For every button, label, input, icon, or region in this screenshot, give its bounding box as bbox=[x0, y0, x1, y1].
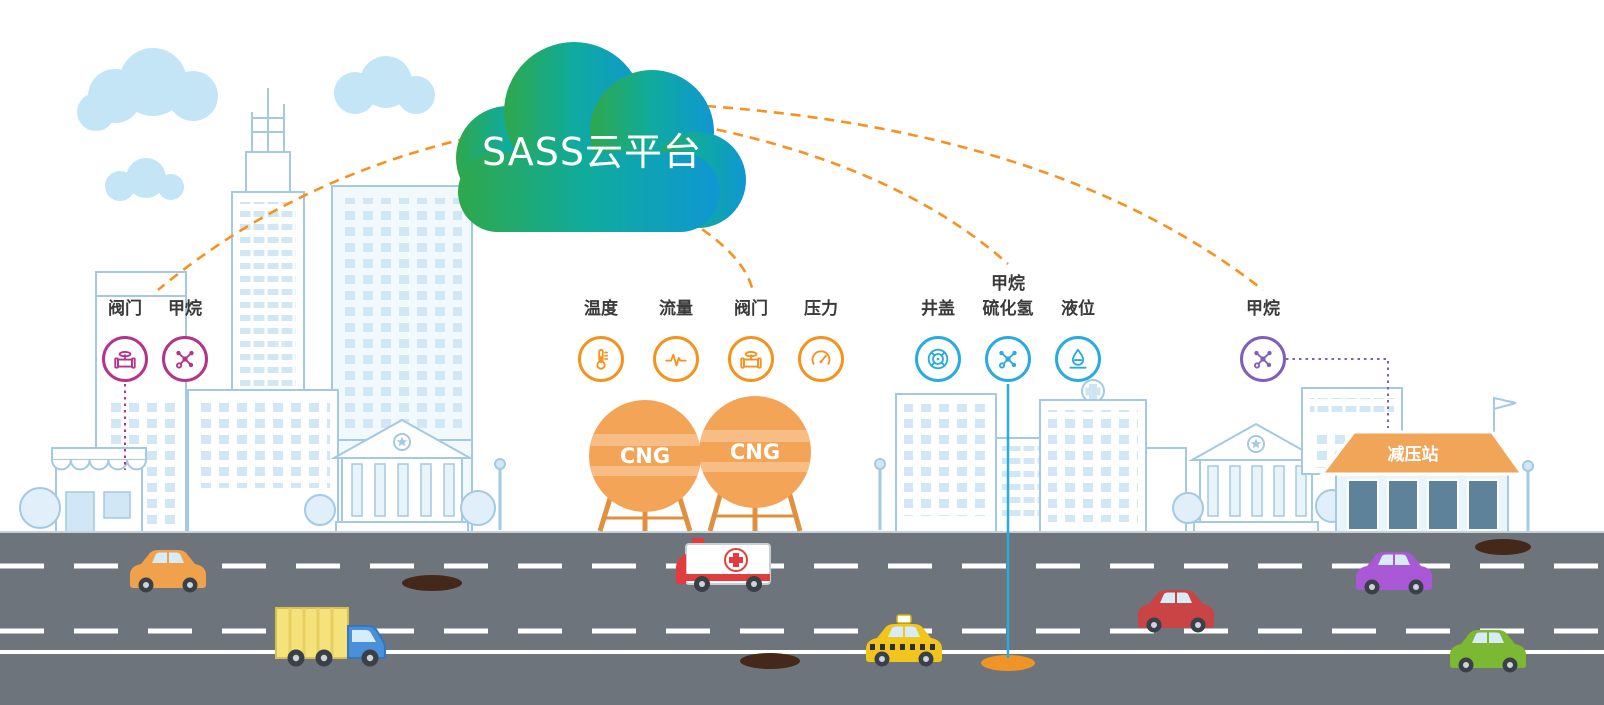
manhole-cover-icon bbox=[927, 348, 949, 370]
cloud-platform-shape bbox=[456, 42, 746, 232]
sensor-circle bbox=[728, 336, 774, 382]
sensor-valve-cng: 阀门 bbox=[715, 297, 787, 382]
cng-tank-sphere bbox=[699, 396, 811, 508]
cng-tank-label: CNG bbox=[620, 444, 670, 468]
valve-icon bbox=[740, 351, 762, 369]
sky-clouds bbox=[77, 48, 435, 201]
sensor-label: 井盖 bbox=[921, 299, 955, 319]
sensor-circle bbox=[162, 336, 208, 382]
truck bbox=[275, 607, 386, 667]
sensor-circle bbox=[1055, 336, 1101, 382]
liquid-level-icon bbox=[1069, 348, 1087, 369]
cng-tank-label: CNG bbox=[730, 440, 780, 464]
pressure-gauge-icon bbox=[811, 350, 831, 365]
cloud-connectors bbox=[157, 104, 1264, 293]
sensor-circle bbox=[798, 336, 844, 382]
sensor-pressure: 压力 bbox=[785, 297, 857, 382]
connector-cng bbox=[687, 218, 755, 293]
vehicles bbox=[129, 538, 1527, 674]
station-roof bbox=[1318, 430, 1525, 476]
taxi bbox=[865, 614, 943, 668]
manhole-cover bbox=[740, 653, 800, 669]
sensor-label: 阀门 bbox=[108, 299, 142, 319]
manhole-cover bbox=[402, 575, 462, 591]
sensor-liquid-level: 液位 bbox=[1042, 297, 1114, 382]
sensor-circle bbox=[653, 336, 699, 382]
methane-molecule-icon bbox=[998, 350, 1017, 369]
sensor-label: 液位 bbox=[1061, 299, 1095, 319]
sensor-label: 阀门 bbox=[734, 299, 768, 319]
sensor-temperature: 温度 bbox=[565, 297, 637, 382]
ambulance bbox=[676, 538, 771, 592]
station-label: 减压站 bbox=[1388, 444, 1439, 465]
sensor-circle bbox=[578, 336, 624, 382]
monitored-manhole bbox=[981, 655, 1035, 671]
sensor-methane-regulator: 甲烷 bbox=[1227, 297, 1299, 382]
city-skyline bbox=[0, 88, 1604, 533]
connector-manhole bbox=[699, 124, 1009, 265]
thermometer-icon bbox=[596, 348, 608, 370]
sensor-drop-lines bbox=[124, 358, 1389, 658]
methane-molecule-icon bbox=[175, 350, 194, 369]
sensor-label-line1: 甲烷 bbox=[991, 274, 1025, 294]
sensor-label: 压力 bbox=[804, 299, 838, 319]
sensor-label: 甲烷 硫化氢 bbox=[983, 272, 1034, 322]
connector-city bbox=[157, 136, 469, 291]
sensor-methane-h2s: 甲烷 硫化氢 bbox=[972, 272, 1044, 382]
sensor-methane-city: 甲烷 bbox=[149, 297, 221, 382]
sensor-label: 甲烷 bbox=[1246, 299, 1280, 319]
road bbox=[0, 533, 1604, 705]
cng-tanks bbox=[589, 396, 811, 532]
manhole-cover bbox=[1475, 539, 1531, 555]
sensor-valve-city: 阀门 bbox=[89, 297, 161, 382]
connector-regulator bbox=[705, 104, 1264, 292]
sensor-circle bbox=[1240, 336, 1286, 382]
flow-wave-icon bbox=[665, 353, 687, 367]
cloud-platform-title: SASS云平台 bbox=[481, 130, 703, 174]
sensor-circle bbox=[102, 336, 148, 382]
sensor-label: 流量 bbox=[659, 299, 693, 319]
sensor-label: 温度 bbox=[584, 299, 618, 319]
sensor-label: 甲烷 bbox=[168, 299, 202, 319]
cng-tank-sphere bbox=[589, 400, 701, 512]
sensor-manhole-cover: 井盖 bbox=[902, 297, 974, 382]
regulator-drop-line bbox=[1286, 358, 1389, 428]
sensor-circle bbox=[915, 336, 961, 382]
sensor-label-line2: 硫化氢 bbox=[982, 299, 1034, 319]
sensor-circle bbox=[985, 336, 1031, 382]
methane-molecule-icon bbox=[1253, 350, 1272, 369]
regulator-station bbox=[1301, 387, 1525, 533]
valve-icon bbox=[114, 351, 136, 369]
sensor-flow: 流量 bbox=[640, 297, 712, 382]
